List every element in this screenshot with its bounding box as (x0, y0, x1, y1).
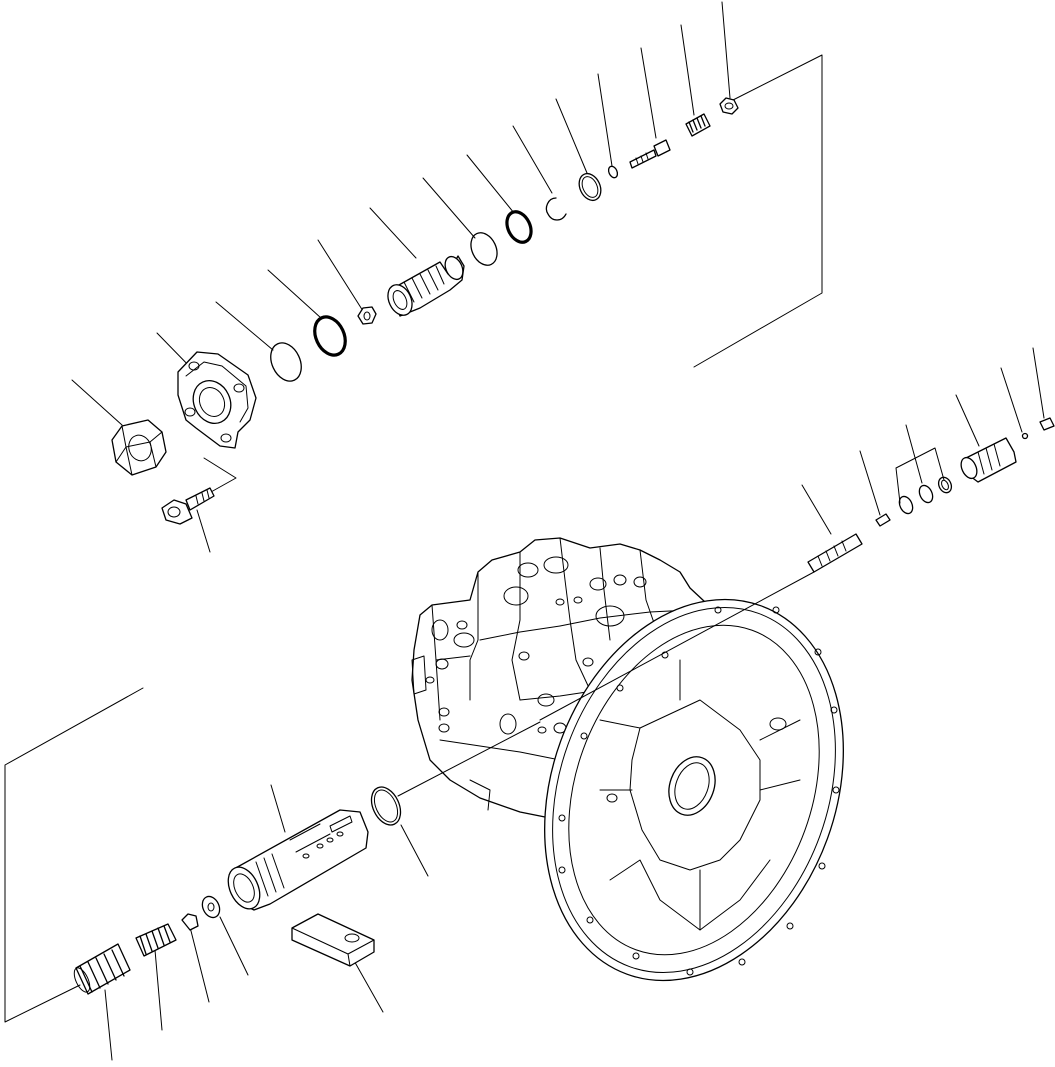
group-bracket-upper (693, 54, 823, 368)
group-bracket-lower (4, 687, 144, 1023)
threaded-sleeve-icon (387, 255, 465, 317)
bolt-icon (161, 457, 237, 525)
seat-icon (181, 913, 199, 931)
ball-icon (1021, 432, 1029, 440)
screw-icon (1039, 417, 1055, 431)
ring-icon (918, 484, 934, 504)
o-ring-icon (313, 315, 347, 357)
ring-icon (898, 495, 914, 515)
spool-icon (539, 533, 863, 721)
plug-icon (960, 437, 1017, 483)
spring-icon (135, 923, 177, 957)
sleeve-icon (227, 809, 369, 911)
small-o-ring-icon (607, 165, 619, 179)
o-ring-icon (505, 210, 533, 244)
pin-icon (875, 513, 891, 527)
spring-icon (73, 943, 131, 995)
backup-ring-icon (578, 172, 602, 202)
flange-icon (177, 351, 257, 449)
screw-icon (629, 139, 671, 169)
hex-nut-icon (111, 419, 167, 476)
leader-lines (71, 1, 1045, 1061)
o-ring-icon (270, 342, 302, 382)
snap-ring-icon (545, 197, 567, 221)
o-ring-icon (370, 721, 541, 826)
pump-body-icon (411, 537, 844, 982)
o-ring-icon (470, 232, 498, 266)
block-icon (291, 913, 375, 967)
plug-icon (719, 97, 739, 115)
small-nut-icon (357, 306, 377, 325)
washer-icon (201, 895, 221, 919)
spring-icon (685, 113, 711, 137)
ring-icon (937, 476, 953, 494)
